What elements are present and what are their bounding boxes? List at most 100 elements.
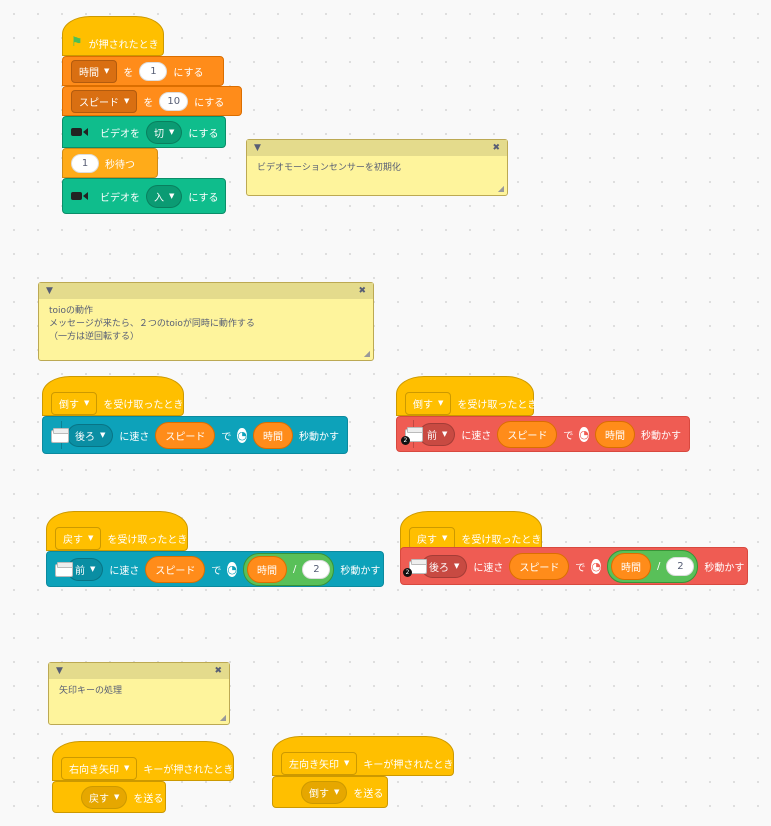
block-text: 秒待つ: [105, 159, 135, 171]
block-text: を: [123, 67, 134, 79]
toio-move-block[interactable]: 前▼ に速さ スピード で ◔ 時間 / 2 秒動かす: [46, 551, 384, 587]
key-name: 左向き矢印: [289, 759, 339, 771]
variable-name: スピード: [79, 97, 119, 109]
divide-operator[interactable]: 時間 / 2: [607, 549, 699, 583]
block-text: に速さ: [473, 562, 504, 574]
broadcast-block[interactable]: 戻す▼ を送る: [52, 781, 166, 813]
dropdown-caret-icon: ▼: [454, 562, 460, 570]
message-name: 倒す: [59, 399, 79, 411]
clock-icon: ◔: [591, 558, 601, 574]
when-flag-clicked-block[interactable]: ⚑ が押されたとき: [62, 16, 164, 56]
comment-text[interactable]: 矢印キーの処理: [59, 686, 123, 696]
dropdown-caret-icon: ▼: [442, 534, 448, 542]
direction-dropdown[interactable]: 前▼: [419, 422, 456, 446]
collapse-caret-icon[interactable]: ▼: [56, 666, 63, 676]
close-icon[interactable]: ✖: [492, 143, 500, 153]
when-receive-block[interactable]: 倒す▼ を受け取ったとき: [42, 376, 184, 416]
block-text: キーが押されたとき: [143, 764, 234, 776]
message-name: 倒す: [309, 788, 329, 800]
resize-grip-icon[interactable]: ◢: [219, 713, 226, 722]
dropdown-caret-icon: ▼: [104, 67, 110, 75]
message-dropdown[interactable]: 倒す▼: [405, 391, 452, 415]
divide-sign: /: [657, 560, 661, 572]
block-text: にする: [173, 67, 204, 79]
message-dropdown[interactable]: 倒す▼: [51, 391, 98, 415]
speed-variable-reporter[interactable]: スピード: [145, 555, 206, 583]
wait-seconds-input[interactable]: 1: [71, 153, 99, 173]
comment-text[interactable]: toioの動作 メッセージが来たら、２つのtoioが同時に動作する （一方は逆回…: [49, 306, 255, 342]
divide-sign: /: [293, 563, 297, 575]
key-dropdown[interactable]: 左向き矢印 ▼: [281, 751, 358, 775]
block-text: を送る: [133, 793, 164, 805]
direction: 後ろ: [429, 562, 449, 574]
set-variable-time-block[interactable]: 時間▼ を 1 にする: [62, 56, 224, 86]
toio2-move-block[interactable]: 2 前▼ に速さ スピード で ◔ 時間 秒動かす: [396, 416, 690, 452]
time-variable-reporter[interactable]: 時間: [247, 555, 287, 583]
comment-note[interactable]: ▼ ✖ toioの動作 メッセージが来たら、２つのtoioが同時に動作する （一方…: [38, 282, 374, 361]
close-icon[interactable]: ✖: [214, 666, 222, 676]
comment-topbar: ▼✖: [247, 140, 507, 156]
when-receive-block[interactable]: 戻す▼ を受け取ったとき: [400, 511, 542, 551]
broadcast-block[interactable]: 倒す▼ を送る: [272, 776, 388, 808]
block-text: に速さ: [461, 430, 492, 442]
speed-variable-reporter[interactable]: スピード: [155, 421, 216, 449]
time-variable-reporter[interactable]: 時間: [611, 552, 651, 580]
video-camera-icon: [71, 128, 88, 136]
comment-note[interactable]: ▼✖ 矢印キーの処理 ◢: [48, 662, 230, 725]
divide-operator[interactable]: 時間 / 2: [243, 552, 335, 586]
block-text: ビデオを: [100, 192, 140, 204]
cube-badge: 2: [403, 568, 412, 577]
when-key-pressed-block[interactable]: 左向き矢印▼ キーが押されたとき: [272, 736, 454, 776]
close-icon[interactable]: ✖: [358, 286, 366, 296]
video-camera-icon: [71, 192, 88, 200]
video-state-dropdown[interactable]: 切▼: [146, 120, 183, 144]
comment-note[interactable]: ▼✖ ビデオモーションセンサーを初期化 ◢: [246, 139, 508, 196]
variable-dropdown[interactable]: スピード ▼: [71, 89, 138, 113]
direction-dropdown[interactable]: 後ろ▼: [67, 423, 114, 447]
divisor-input[interactable]: 2: [666, 556, 695, 576]
block-text: を: [143, 97, 154, 109]
speed-variable-reporter[interactable]: スピード: [497, 420, 558, 448]
resize-grip-icon[interactable]: ◢: [363, 349, 370, 358]
toio2-move-block[interactable]: 2 後ろ▼ に速さ スピード で ◔ 時間 / 2 秒動かす: [400, 547, 748, 585]
when-key-pressed-block[interactable]: 右向き矢印▼ キーが押されたとき: [52, 741, 234, 781]
comment-topbar: ▼✖: [49, 663, 229, 679]
toio-move-block[interactable]: 後ろ▼ に速さ スピード で ◔ 時間 秒動かす: [42, 416, 348, 454]
collapse-caret-icon[interactable]: ▼: [254, 143, 261, 153]
comment-text[interactable]: ビデオモーションセンサーを初期化: [257, 163, 401, 173]
dropdown-caret-icon: ▼: [169, 192, 175, 200]
dropdown-caret-icon: ▼: [334, 788, 340, 796]
hat-label: が押されたとき: [88, 39, 159, 51]
video-off-block[interactable]: ビデオを 切▼ にする: [62, 116, 226, 148]
dropdown-caret-icon: ▼: [124, 97, 130, 105]
speed-variable-reporter[interactable]: スピード: [509, 552, 570, 580]
dropdown-caret-icon: ▼: [344, 759, 350, 767]
when-receive-block[interactable]: 戻す▼ を受け取ったとき: [46, 511, 188, 551]
direction-dropdown[interactable]: 後ろ ▼: [421, 554, 468, 578]
value-input[interactable]: 1: [139, 61, 168, 81]
message-dropdown[interactable]: 倒す ▼: [301, 780, 348, 804]
when-receive-block[interactable]: 倒す▼ を受け取ったとき: [396, 376, 537, 416]
video-state-dropdown[interactable]: 入▼: [146, 184, 183, 208]
time-variable-reporter[interactable]: 時間: [595, 420, 635, 448]
key-dropdown[interactable]: 右向き矢印▼: [61, 756, 138, 780]
value-input[interactable]: 10: [159, 91, 189, 111]
video-on-block[interactable]: ビデオを 入▼ にする: [62, 178, 226, 214]
direction-dropdown[interactable]: 前▼: [67, 557, 104, 581]
variable-dropdown[interactable]: 時間▼: [71, 59, 118, 83]
clock-icon: ◔: [227, 561, 237, 577]
message-dropdown[interactable]: 戻す▼: [81, 785, 128, 809]
key-name: 右向き矢印: [69, 764, 119, 776]
time-variable-reporter[interactable]: 時間: [253, 421, 293, 449]
message-dropdown[interactable]: 戻す▼: [55, 526, 102, 550]
collapse-caret-icon[interactable]: ▼: [46, 286, 53, 296]
cube-badge: 2: [400, 436, 410, 445]
set-variable-speed-block[interactable]: スピード▼ を 10 にする: [62, 86, 242, 116]
clock-icon: ◔: [237, 427, 247, 443]
video-state: 入: [154, 192, 164, 204]
divisor-input[interactable]: 2: [302, 559, 331, 579]
wait-block[interactable]: 1 秒待つ: [62, 148, 158, 178]
green-flag-icon: ⚑: [71, 35, 83, 50]
dropdown-caret-icon: ▼: [114, 793, 120, 801]
resize-grip-icon[interactable]: ◢: [497, 184, 504, 193]
